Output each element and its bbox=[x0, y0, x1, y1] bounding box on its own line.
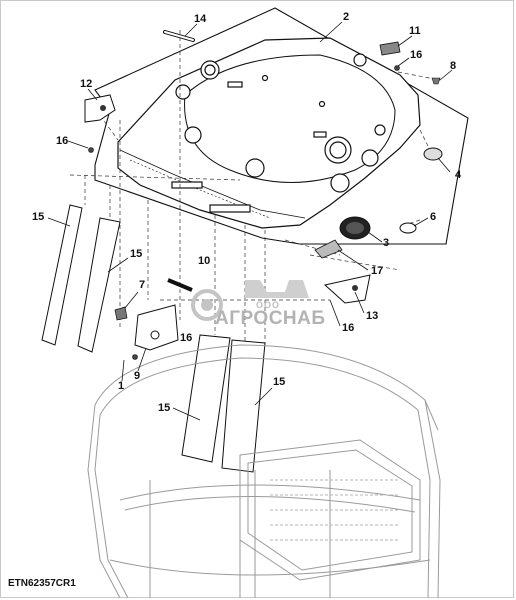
part-13-bracket bbox=[323, 274, 371, 304]
part-3-speaker bbox=[339, 216, 371, 240]
callout-14: 14 bbox=[194, 13, 207, 25]
callout-1: 1 bbox=[118, 380, 124, 392]
part-7-connector bbox=[114, 306, 128, 321]
headliner-panel bbox=[117, 37, 421, 229]
callout-17: 17 bbox=[371, 265, 383, 277]
callout-16c: 16 bbox=[180, 332, 192, 344]
callout-10: 10 bbox=[198, 255, 210, 267]
part-10-clip bbox=[167, 278, 193, 292]
part-6-knob bbox=[399, 222, 417, 234]
part-8-clip bbox=[431, 77, 441, 85]
gear-icon bbox=[191, 280, 309, 321]
callout-8: 8 bbox=[450, 60, 456, 72]
callout-9: 9 bbox=[134, 370, 140, 382]
callout-2: 2 bbox=[343, 11, 349, 23]
callout-15d: 15 bbox=[273, 376, 285, 388]
callout-15c: 15 bbox=[158, 402, 170, 414]
watermark: ООО АГРОСНАБ bbox=[185, 270, 335, 340]
callout-12: 12 bbox=[80, 78, 92, 90]
part-4-dome-light bbox=[423, 147, 443, 161]
part-12-bracket bbox=[84, 94, 116, 123]
callout-16d: 16 bbox=[342, 322, 354, 334]
callout-11: 11 bbox=[409, 25, 421, 37]
callout-15a: 15 bbox=[32, 211, 44, 223]
callout-16b: 16 bbox=[56, 135, 68, 147]
watermark-prefix: ООО bbox=[256, 300, 281, 310]
callout-leaders bbox=[47, 21, 453, 421]
part-11-bracket bbox=[379, 41, 401, 56]
callout-7: 7 bbox=[139, 279, 145, 291]
cab-frame bbox=[87, 344, 441, 599]
figure-code: ETN62357CR1 bbox=[8, 578, 76, 589]
callout-13: 13 bbox=[366, 310, 378, 322]
callout-3: 3 bbox=[383, 237, 389, 249]
callout-4: 4 bbox=[455, 169, 462, 181]
watermark-brand: АГРОСНАБ bbox=[215, 308, 326, 329]
part-17-bezel bbox=[314, 239, 343, 259]
pillar-trim-panels bbox=[41, 204, 266, 473]
callout-6: 6 bbox=[430, 211, 436, 223]
dashed-leaders bbox=[69, 30, 441, 345]
part-9-bracket bbox=[134, 304, 179, 351]
callout-labels: 14 2 11 16 8 12 16 4 6 3 15 15 7 10 17 1… bbox=[32, 11, 462, 414]
callout-15b: 15 bbox=[130, 248, 142, 260]
callout-16a: 16 bbox=[410, 49, 422, 61]
